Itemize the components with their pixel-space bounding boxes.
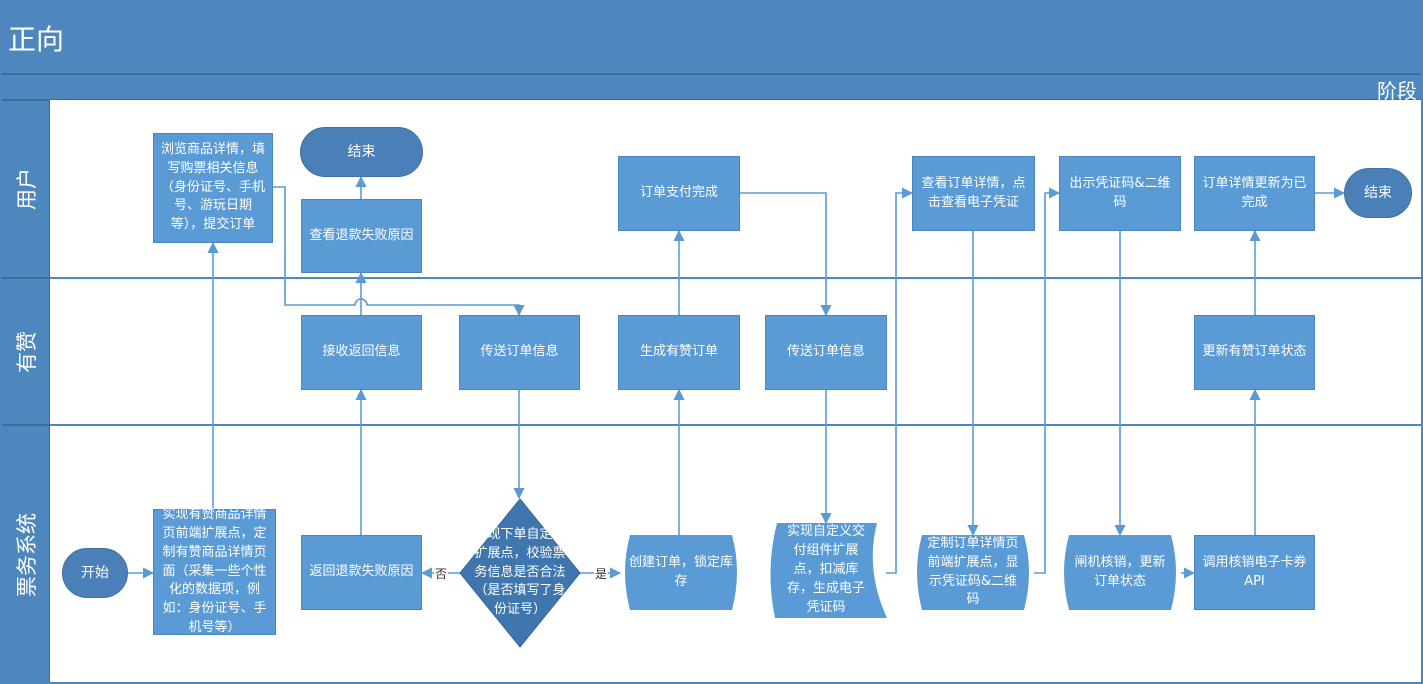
end-terminal-2: 结束 xyxy=(1344,168,1412,218)
phase-label: 阶段 xyxy=(1377,79,1417,103)
step-view-order-detail: 查看订单详情，点击查看电子凭证 xyxy=(912,156,1035,231)
step-view-fail-reason-label: 查看退款失败原因 xyxy=(309,227,414,243)
step-view-order-detail-label: 查看订单详情，点击查看电子凭证 xyxy=(921,175,1026,210)
step-call-verify-api: 调用核销电子卡券API xyxy=(1194,535,1315,610)
step-create-order: 创建订单，锁定库存 xyxy=(620,535,742,610)
decision-validate-ticket-label: 实现下单自定义扩展点，校验票务信息是否合法（是否填写了身份证号） xyxy=(474,526,566,618)
step-generate-order-label: 生成有赞订单 xyxy=(639,344,718,360)
step-view-fail-reason: 查看退款失败原因 xyxy=(301,199,422,273)
step-send-order-1-label: 传送订单信息 xyxy=(480,344,559,360)
step-send-order-1: 传送订单信息 xyxy=(459,315,580,390)
step-gate-verify-label: 闸机核销，更新订单状态 xyxy=(1074,554,1166,589)
edge-label-yes: 是 xyxy=(594,565,609,582)
phase-bar xyxy=(0,74,1423,100)
step-show-code-label: 出示凭证码&二维码 xyxy=(1069,175,1171,210)
step-update-order-status-label: 更新有赞订单状态 xyxy=(1202,344,1307,360)
step-return-fail-reason-label: 返回退款失败原因 xyxy=(309,564,414,580)
step-send-order-2-label: 传送订单信息 xyxy=(786,344,865,360)
step-return-fail-reason: 返回退款失败原因 xyxy=(301,535,422,610)
lane-divider-2 xyxy=(50,424,1423,426)
step-show-code: 出示凭证码&二维码 xyxy=(1059,156,1181,231)
step-send-order-2: 传送订单信息 xyxy=(765,315,887,390)
page-title: 正向 xyxy=(8,23,65,56)
edge-pay-to-send2 xyxy=(740,192,832,317)
step-payment-complete: 订单支付完成 xyxy=(618,156,740,231)
step-order-detail-page-extension-label: 定制订单详情页前端扩展点，显示凭证码&二维码 xyxy=(927,535,1019,608)
lane-header-ticket: 票务系统 xyxy=(0,425,50,684)
decision-validate-ticket: 实现下单自定义扩展点，校验票务信息是否合法（是否填写了身份证号） xyxy=(459,498,581,648)
step-order-completed-label: 订单详情更新为已完成 xyxy=(1202,175,1307,210)
step-update-order-status: 更新有赞订单状态 xyxy=(1194,315,1315,390)
step-delivery-extension: 实现自定义交付组件扩展点，扣减库存，生成电子凭证码 xyxy=(765,523,887,618)
step-call-verify-api-label: 调用核销电子卡券API xyxy=(1202,554,1307,589)
end-terminal-1-label: 结束 xyxy=(347,143,376,160)
step-order-detail-page-extension: 定制订单详情页前端扩展点，显示凭证码&二维码 xyxy=(912,535,1034,610)
step-receive-info: 接收返回信息 xyxy=(301,315,422,390)
edge-label-no: 否 xyxy=(434,565,449,582)
edge-detailpage-to-show xyxy=(1034,187,1061,574)
step-browse-submit-label: 浏览商品详情，填写购票相关信息（身份证号、手机号、游玩日期等），提交订单 xyxy=(160,141,265,233)
step-generate-order: 生成有赞订单 xyxy=(618,315,740,390)
lane-divider-1 xyxy=(50,277,1423,279)
step-order-completed: 订单详情更新为已完成 xyxy=(1194,156,1315,231)
edge-delivery-to-view xyxy=(886,187,914,574)
step-delivery-extension-label: 实现自定义交付组件扩展点，扣减库存，生成电子凭证码 xyxy=(786,524,865,615)
start-terminal: 开始 xyxy=(62,548,128,598)
step-detail-page-extension-label: 实现有赞商品详情页前端扩展点，定制有赞商品详情页面（采集一些个性化的数据项，例如… xyxy=(162,507,267,636)
end-terminal-2-label: 结束 xyxy=(1364,184,1392,201)
step-create-order-label: 创建订单，锁定库存 xyxy=(628,554,733,589)
step-gate-verify: 闸机核销，更新订单状态 xyxy=(1059,535,1181,610)
edge-user-to-send xyxy=(273,186,525,317)
step-receive-info-label: 接收返回信息 xyxy=(322,344,401,360)
step-detail-page-extension: 实现有赞商品详情页前端扩展点，定制有赞商品详情页面（采集一些个性化的数据项，例如… xyxy=(153,507,276,636)
end-terminal-1: 结束 xyxy=(300,127,423,177)
lane-header-user: 用户 xyxy=(0,100,50,278)
step-browse-submit: 浏览商品详情，填写购票相关信息（身份证号、手机号、游玩日期等），提交订单 xyxy=(153,133,273,243)
start-terminal-label: 开始 xyxy=(81,564,109,581)
step-payment-complete-label: 订单支付完成 xyxy=(639,185,718,201)
